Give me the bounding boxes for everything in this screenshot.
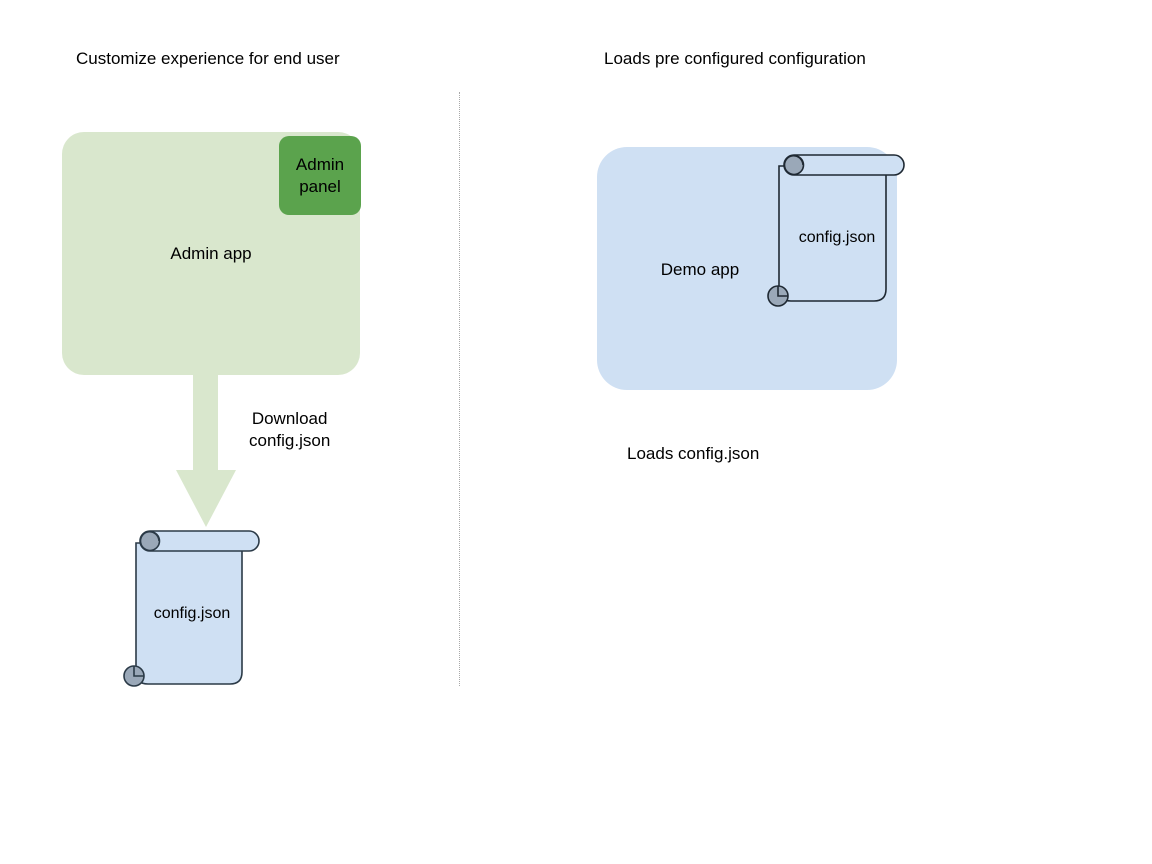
loads-config-caption: Loads config.json	[627, 444, 760, 463]
right-panel-title: Loads pre configured configuration	[604, 49, 866, 68]
config-json-document-left[interactable]	[123, 530, 260, 687]
download-arrow-icon	[176, 373, 236, 527]
left-panel-title: Customize experience for end user	[76, 49, 340, 68]
document-bottom-notch-left	[133, 666, 144, 677]
config-json-label-left: config.json	[153, 605, 231, 622]
config-json-document-right[interactable]	[767, 154, 905, 307]
document-bottom-notch-right	[777, 286, 788, 297]
download-arrow-label: Download config.json	[249, 409, 331, 450]
document-top-curl-highlight-right	[784, 154, 804, 166]
config-json-label-right: config.json	[798, 229, 876, 246]
document-top-curl-highlight-left	[140, 530, 160, 542]
demo-app-label: Demo app	[660, 260, 740, 279]
admin-panel-badge[interactable]	[279, 136, 361, 215]
vertical-divider	[459, 92, 460, 686]
admin-panel-label: Admin panel	[295, 155, 345, 196]
admin-app-label: Admin app	[170, 244, 252, 263]
